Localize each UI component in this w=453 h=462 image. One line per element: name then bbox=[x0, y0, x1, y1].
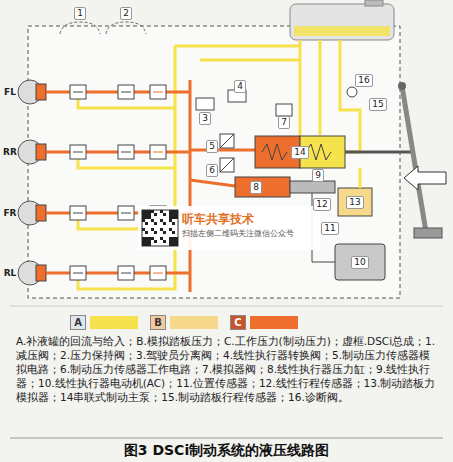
watermark-box: 听车共享技术扫描左侧二维码关注微信公众号 bbox=[138, 206, 320, 250]
figure-caption: 图3 DSCi制动系统的液压线路图 bbox=[0, 442, 453, 460]
legend-rule bbox=[10, 306, 443, 438]
valve-stroke bbox=[153, 92, 163, 93]
valve-stroke bbox=[73, 213, 83, 214]
valve-stroke bbox=[36, 265, 46, 281]
watermark-title: 听车共享技术 bbox=[182, 210, 316, 228]
return-lines bbox=[175, 40, 360, 290]
valve-stroke bbox=[118, 85, 134, 99]
valve-stroke bbox=[70, 206, 86, 220]
callout-number: 8 bbox=[250, 181, 262, 194]
legend-letter: A bbox=[70, 315, 86, 330]
valve-stroke bbox=[70, 85, 86, 99]
callout-number: 11 bbox=[321, 222, 338, 235]
callout-number: 4 bbox=[234, 80, 246, 93]
legend-swatch bbox=[170, 316, 218, 329]
callout-number: 10 bbox=[351, 256, 368, 269]
valve-stroke bbox=[153, 273, 163, 274]
qr-code bbox=[142, 210, 178, 246]
valve-stroke bbox=[150, 85, 166, 99]
valve-stroke bbox=[153, 152, 163, 153]
callout-number: 2 bbox=[120, 7, 132, 20]
wheel-label: FL bbox=[4, 87, 16, 98]
callout-number: 3 bbox=[199, 112, 211, 125]
pedal-simulator bbox=[338, 168, 372, 216]
callout-number: 15 bbox=[369, 98, 386, 111]
fluid bbox=[294, 26, 390, 36]
callout-number: 16 bbox=[355, 74, 372, 87]
legend-note: A.补液罐的回流与给入；B.模拟踏板压力；C.工作压力(制动压力)；虚框.DSC… bbox=[16, 334, 437, 404]
valve-stroke bbox=[118, 206, 134, 220]
valve-stroke bbox=[70, 266, 86, 280]
legend-swatch bbox=[90, 316, 138, 329]
callout-number: 1 bbox=[74, 7, 86, 20]
watermark-note: 扫描左侧二维码关注微信公众号 bbox=[182, 228, 316, 240]
valve-stroke bbox=[121, 273, 131, 274]
reservoir bbox=[290, 4, 394, 40]
valve-stroke bbox=[150, 266, 166, 280]
legend-swatch bbox=[250, 316, 298, 329]
callout-number: 12 bbox=[313, 198, 330, 211]
master-cylinder bbox=[255, 136, 412, 168]
bracket bbox=[60, 22, 100, 34]
valve-stroke bbox=[118, 266, 134, 280]
callout-number: 13 bbox=[346, 196, 363, 209]
valve-stroke bbox=[36, 84, 46, 100]
valve-stroke bbox=[73, 92, 83, 93]
callout-number: 5 bbox=[206, 140, 218, 153]
valve-stroke bbox=[121, 213, 131, 214]
valve-stroke bbox=[36, 205, 46, 221]
dsci-frame bbox=[28, 26, 400, 298]
watermark-ground bbox=[138, 206, 320, 250]
valve-stroke bbox=[118, 145, 134, 159]
valve-stroke bbox=[121, 152, 131, 153]
reservoir-cap bbox=[365, 0, 383, 6]
valve-stroke bbox=[36, 144, 46, 160]
bracket bbox=[106, 22, 146, 34]
wheel-label: RL bbox=[4, 268, 17, 279]
valve-stroke bbox=[121, 92, 131, 93]
valve-stroke bbox=[73, 152, 83, 153]
callout-number: 14 bbox=[291, 146, 308, 159]
wheel-circuits bbox=[18, 80, 190, 289]
valve-stroke bbox=[70, 145, 86, 159]
legend-letter: C bbox=[230, 315, 246, 330]
brake-pedal bbox=[398, 82, 442, 238]
callout-number: 7 bbox=[278, 116, 290, 129]
legend-letter: B bbox=[150, 315, 166, 330]
force-arrow bbox=[404, 166, 446, 190]
motor bbox=[312, 193, 385, 280]
sensors bbox=[196, 87, 357, 172]
wheel-label: FR bbox=[3, 208, 16, 219]
callout-number: 9 bbox=[312, 169, 324, 182]
callout-number: 6 bbox=[206, 164, 218, 177]
wheel-label: RR bbox=[3, 147, 17, 158]
valve-stroke bbox=[73, 273, 83, 274]
valve-stroke bbox=[150, 145, 166, 159]
